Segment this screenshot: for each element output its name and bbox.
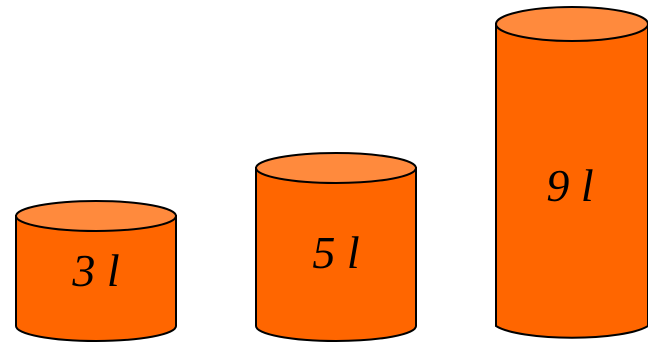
cylinder-9l-top <box>496 7 648 41</box>
cylinder-5l-top <box>256 153 416 183</box>
cylinder-3l: 3 l <box>16 201 176 341</box>
cylinder-3l-top <box>16 201 176 231</box>
cylinder-5l-label: 5 l <box>312 227 359 278</box>
cylinder-5l: 5 l <box>256 153 416 341</box>
cylinder-9l: 9 l <box>496 7 648 338</box>
cylinder-3l-label: 3 l <box>71 245 119 296</box>
cylinder-9l-label: 9 l <box>546 160 593 211</box>
